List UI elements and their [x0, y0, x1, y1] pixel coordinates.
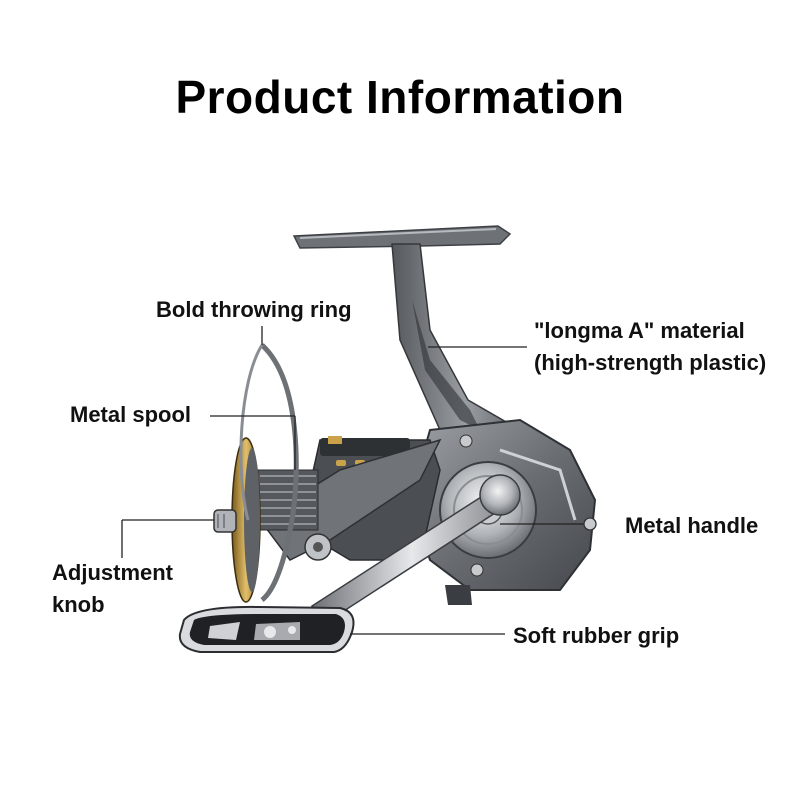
soft-rubber-grip: [178, 605, 355, 653]
throwing-ring: [239, 343, 299, 602]
label-material-line2: (high-strength plastic): [534, 350, 767, 375]
leader-lines: [121, 326, 597, 635]
handle-screw-marker: [583, 517, 597, 531]
label-adjustment-knob-line1: Adjustment: [52, 560, 173, 585]
label-bold-throwing-ring: Bold throwing ring: [156, 297, 352, 322]
adjustment-knob: [213, 509, 237, 533]
page-title: Product Information: [175, 71, 625, 123]
label-metal-spool: Metal spool: [70, 402, 192, 427]
label-metal-handle: Metal handle: [625, 513, 759, 538]
label-soft-rubber-grip: Soft rubber grip: [513, 623, 680, 648]
stem-foot: [292, 225, 512, 249]
label-material-line1: "longma A" material: [534, 318, 745, 343]
label-adjustment-knob-line2: knob: [52, 592, 105, 617]
metal-spool: [231, 437, 319, 603]
